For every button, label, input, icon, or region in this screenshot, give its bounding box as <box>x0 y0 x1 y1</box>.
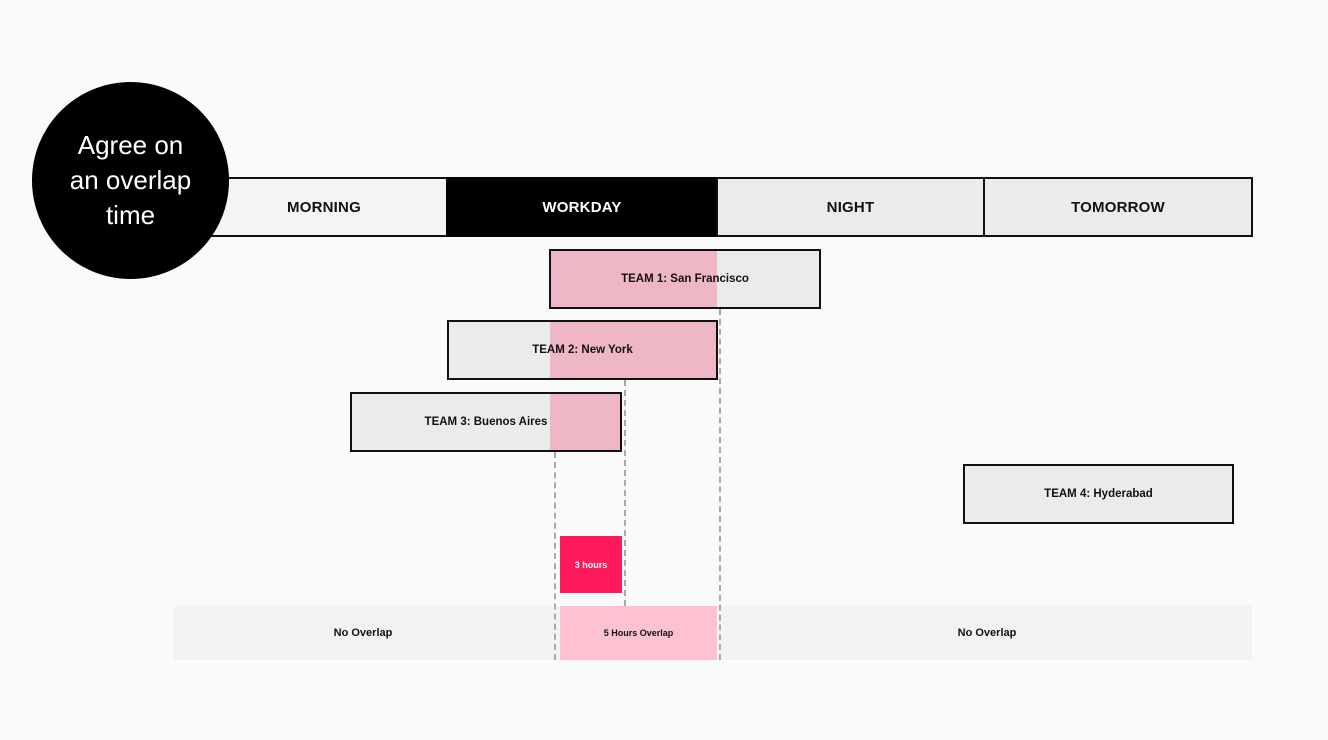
phase-workday: WORKDAY <box>446 177 718 237</box>
team-bar-buenos-aires: TEAM 3: Buenos Aires <box>350 392 622 452</box>
overlap-highlight <box>551 251 717 307</box>
team-label: TEAM 1: San Francisco <box>621 273 749 285</box>
team-label: TEAM 3: Buenos Aires <box>424 416 548 428</box>
summary-five-hours-overlap: 5 Hours Overlap <box>560 606 717 660</box>
title-badge: Agree on an overlap time <box>32 82 229 279</box>
team-bar-new-york: TEAM 2: New York <box>447 320 718 380</box>
phase-night: NIGHT <box>716 177 985 237</box>
overlap-highlight <box>550 394 620 450</box>
summary-no-overlap-left: No Overlap <box>333 627 393 639</box>
guide-line-three-hours-end <box>624 380 626 606</box>
guide-line-five-hours-end <box>719 309 721 660</box>
summary-no-overlap-right: No Overlap <box>957 627 1017 639</box>
team-label: TEAM 2: New York <box>532 344 633 356</box>
phase-morning: MORNING <box>200 177 448 237</box>
phase-tomorrow: TOMORROW <box>983 177 1253 237</box>
team-bar-san-francisco: TEAM 1: San Francisco <box>549 249 821 309</box>
team-label: TEAM 4: Hyderabad <box>1044 488 1153 500</box>
diagram-title: Agree on an overlap time <box>69 130 192 230</box>
guide-line-start <box>554 452 556 660</box>
three-hours-overlap-box: 3 hours <box>560 536 622 593</box>
team-bar-hyderabad: TEAM 4: Hyderabad <box>963 464 1234 524</box>
overlap-highlight <box>550 322 716 378</box>
